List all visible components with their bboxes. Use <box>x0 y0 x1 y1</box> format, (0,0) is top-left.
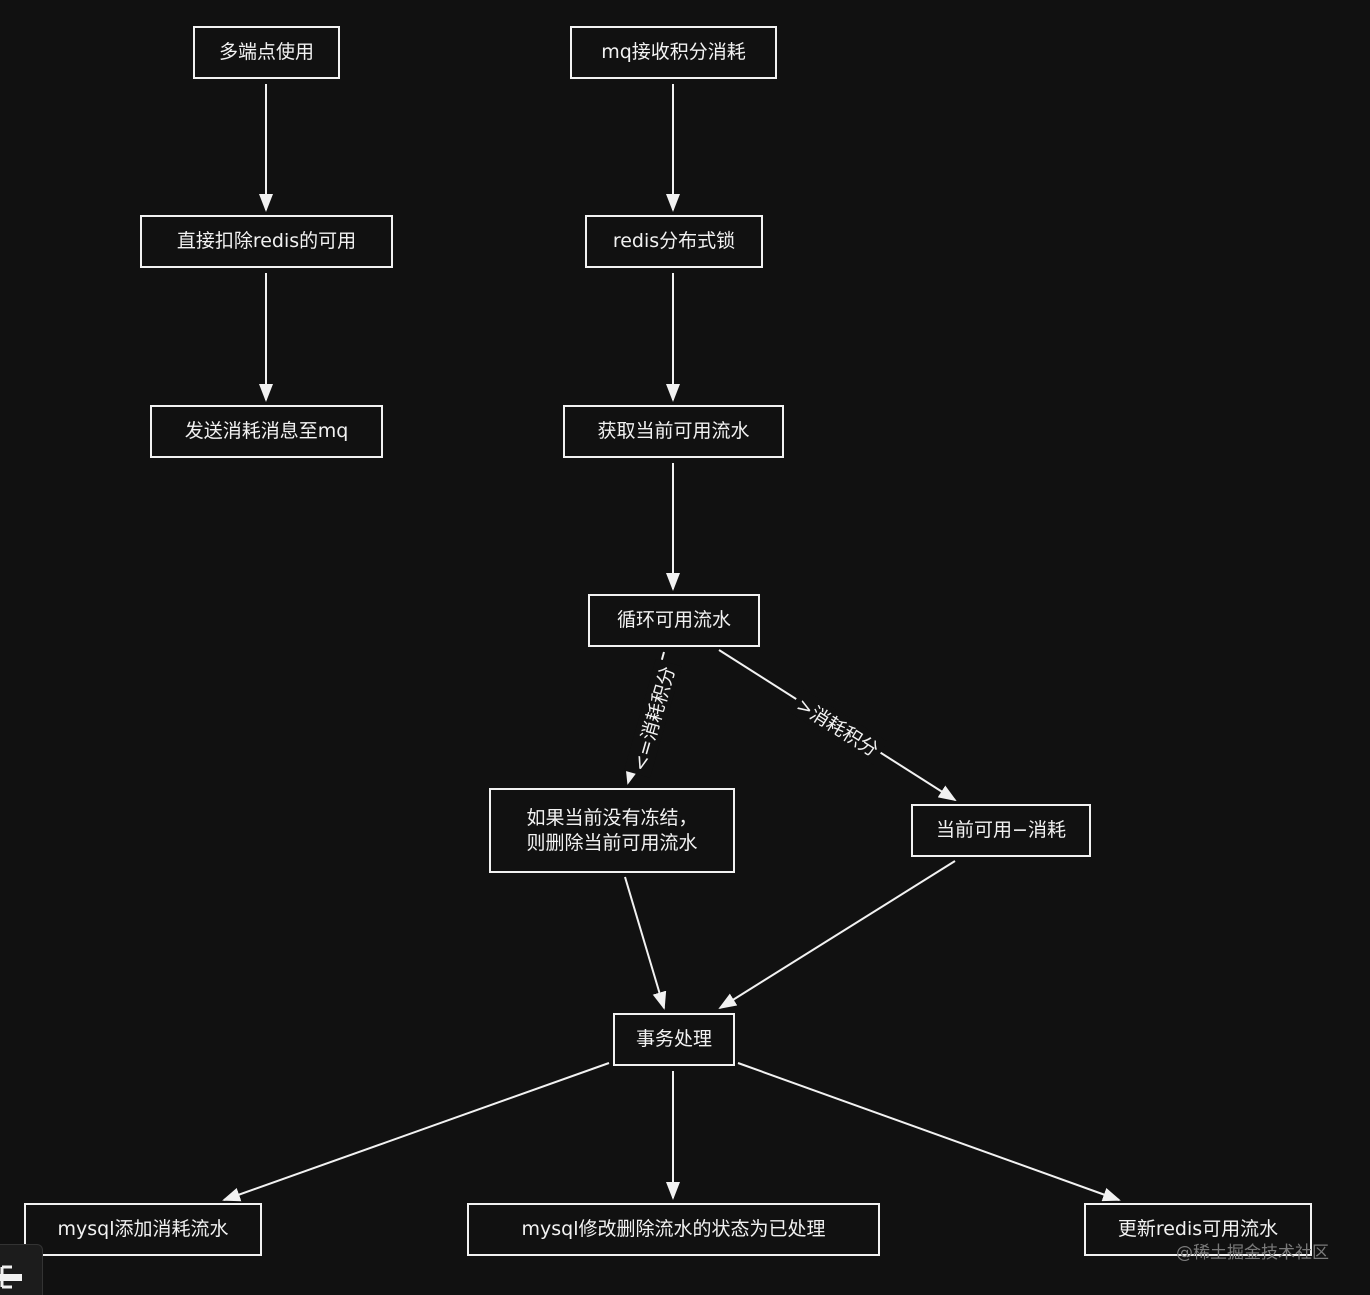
node-mq-receive[interactable]: mq接收积分消耗 <box>570 26 777 79</box>
node-get-flow[interactable]: 获取当前可用流水 <box>563 405 784 458</box>
node-no-freeze-delete[interactable]: 如果当前没有冻结， 则删除当前可用流水 <box>489 788 735 873</box>
node-loop-flow[interactable]: 循环可用流水 <box>588 594 760 647</box>
node-redis-lock[interactable]: redis分布式锁 <box>585 215 763 268</box>
node-mysql-add[interactable]: mysql添加消耗流水 <box>24 1203 262 1256</box>
edge-nofreeze-to-trans <box>624 876 667 1010</box>
node-update-redis[interactable]: 更新redis可用流水 <box>1084 1203 1312 1256</box>
node-deduct-redis[interactable]: 直接扣除redis的可用 <box>140 215 393 268</box>
node-transaction[interactable]: 事务处理 <box>613 1013 735 1066</box>
corner-tab[interactable] <box>0 1244 43 1295</box>
node-mysql-update[interactable]: mysql修改删除流水的状态为已处理 <box>467 1203 880 1256</box>
node-send-mq[interactable]: 发送消耗消息至mq <box>150 405 383 458</box>
edge-trans-to-updateredis <box>737 1062 1121 1202</box>
node-multi-endpoint[interactable]: 多端点使用 <box>193 26 340 79</box>
expand-icon <box>0 1265 22 1289</box>
node-available-minus[interactable]: 当前可用−消耗 <box>911 804 1091 857</box>
edge-minus-to-trans <box>718 860 956 1010</box>
watermark: @稀土掘金技术社区 <box>1176 1243 1329 1263</box>
edge-trans-to-mysqladd <box>222 1062 610 1202</box>
